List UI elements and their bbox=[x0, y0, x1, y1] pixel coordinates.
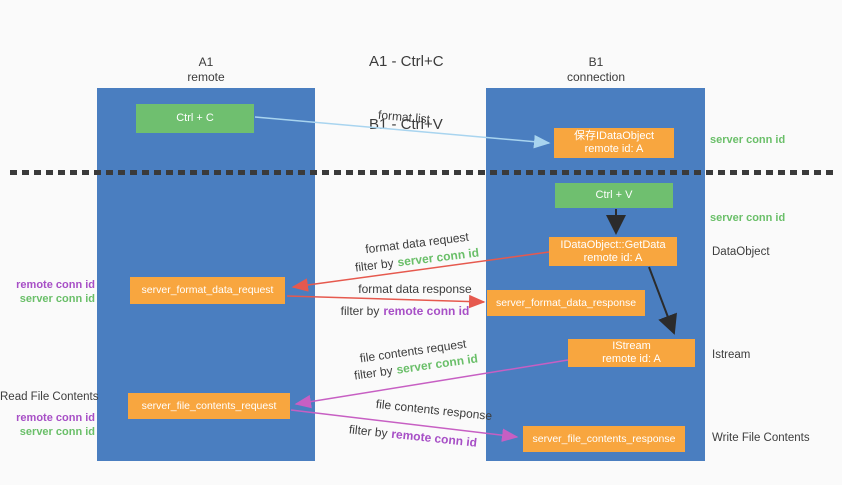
column-a1-name: A1 bbox=[198, 55, 214, 69]
box-idataobject-getdata: IDataObject::GetData remote id: A bbox=[549, 237, 677, 266]
box-istream-line1: IStream bbox=[612, 340, 651, 352]
box-server-format-data-response-label: server_format_data_response bbox=[495, 296, 637, 309]
box-idataobject-getdata-line1: IDataObject::GetData bbox=[560, 238, 666, 251]
left-label-conn-ids-file: remote conn id server conn id bbox=[0, 411, 95, 439]
left-remote-conn-id-2: remote conn id bbox=[16, 412, 95, 424]
right-label-write-file-contents: Write File Contents bbox=[712, 432, 810, 444]
box-ctrl-v: Ctrl + V bbox=[555, 183, 673, 208]
left-label-read-file-contents: Read File Contents bbox=[0, 391, 99, 403]
box-server-file-contents-response: server_file_contents_response bbox=[523, 426, 685, 452]
right-label-server-conn-id-2: server conn id bbox=[710, 212, 786, 224]
arrow-file-contents-request bbox=[294, 359, 569, 409]
column-a1-sub: remote bbox=[187, 70, 225, 84]
arrow-format-data-request bbox=[291, 251, 550, 292]
box-ctrl-v-label: Ctrl + V bbox=[595, 189, 633, 201]
right-label-dataobject: DataObject bbox=[712, 246, 770, 258]
box-server-format-data-request: server_format_data_request bbox=[130, 277, 285, 304]
box-server-format-data-request-label: server_format_data_request bbox=[141, 284, 274, 296]
box-save-idataobject-line1: 保存IDataObject bbox=[573, 130, 655, 142]
box-save-idataobject: 保存IDataObject remote id: A bbox=[554, 128, 674, 158]
left-server-conn-id-1: server conn id bbox=[19, 293, 95, 305]
column-b1-sub: connection bbox=[566, 70, 626, 84]
arrow-format-data-response bbox=[286, 294, 486, 309]
box-istream-line2: remote id: A bbox=[602, 353, 661, 365]
right-label-istream: Istream bbox=[712, 349, 751, 361]
box-server-file-contents-request-label: server_file_contents_request bbox=[141, 399, 277, 412]
arrow-format-list bbox=[254, 116, 551, 149]
session-divider-dotted-line bbox=[10, 170, 833, 175]
box-server-format-data-response: server_format_data_response bbox=[487, 290, 645, 316]
arrow-label-format-data-response: format data response bbox=[358, 282, 472, 296]
title-line-1: A1 - Ctrl+C bbox=[369, 53, 444, 70]
left-remote-conn-id-1: remote conn id bbox=[16, 279, 95, 291]
box-save-idataobject-line2: remote id: A bbox=[584, 143, 644, 155]
column-header-a1: A1 remote bbox=[146, 55, 266, 85]
box-server-file-contents-response-label: server_file_contents_response bbox=[532, 432, 676, 445]
box-idataobject-getdata-line2: remote id: A bbox=[583, 251, 643, 264]
arrow-file-contents-response bbox=[290, 409, 519, 442]
box-server-file-contents-request: server_file_contents_request bbox=[128, 393, 290, 419]
column-b1-name: B1 bbox=[588, 55, 604, 69]
remote-conn-id-text: remote conn id bbox=[383, 304, 470, 318]
left-label-conn-ids-format: remote conn id server conn id bbox=[0, 278, 95, 306]
box-ctrl-c-label: Ctrl + C bbox=[176, 112, 214, 124]
column-header-b1: B1 connection bbox=[536, 55, 656, 85]
arrow-getdata-to-istream bbox=[648, 266, 677, 335]
box-ctrl-c: Ctrl + C bbox=[136, 104, 254, 133]
left-server-conn-id-2: server conn id bbox=[19, 426, 95, 438]
box-istream: IStream remote id: A bbox=[568, 339, 695, 367]
filter-by-text: filter by bbox=[340, 304, 380, 318]
right-label-server-conn-id-1: server conn id bbox=[710, 134, 786, 146]
